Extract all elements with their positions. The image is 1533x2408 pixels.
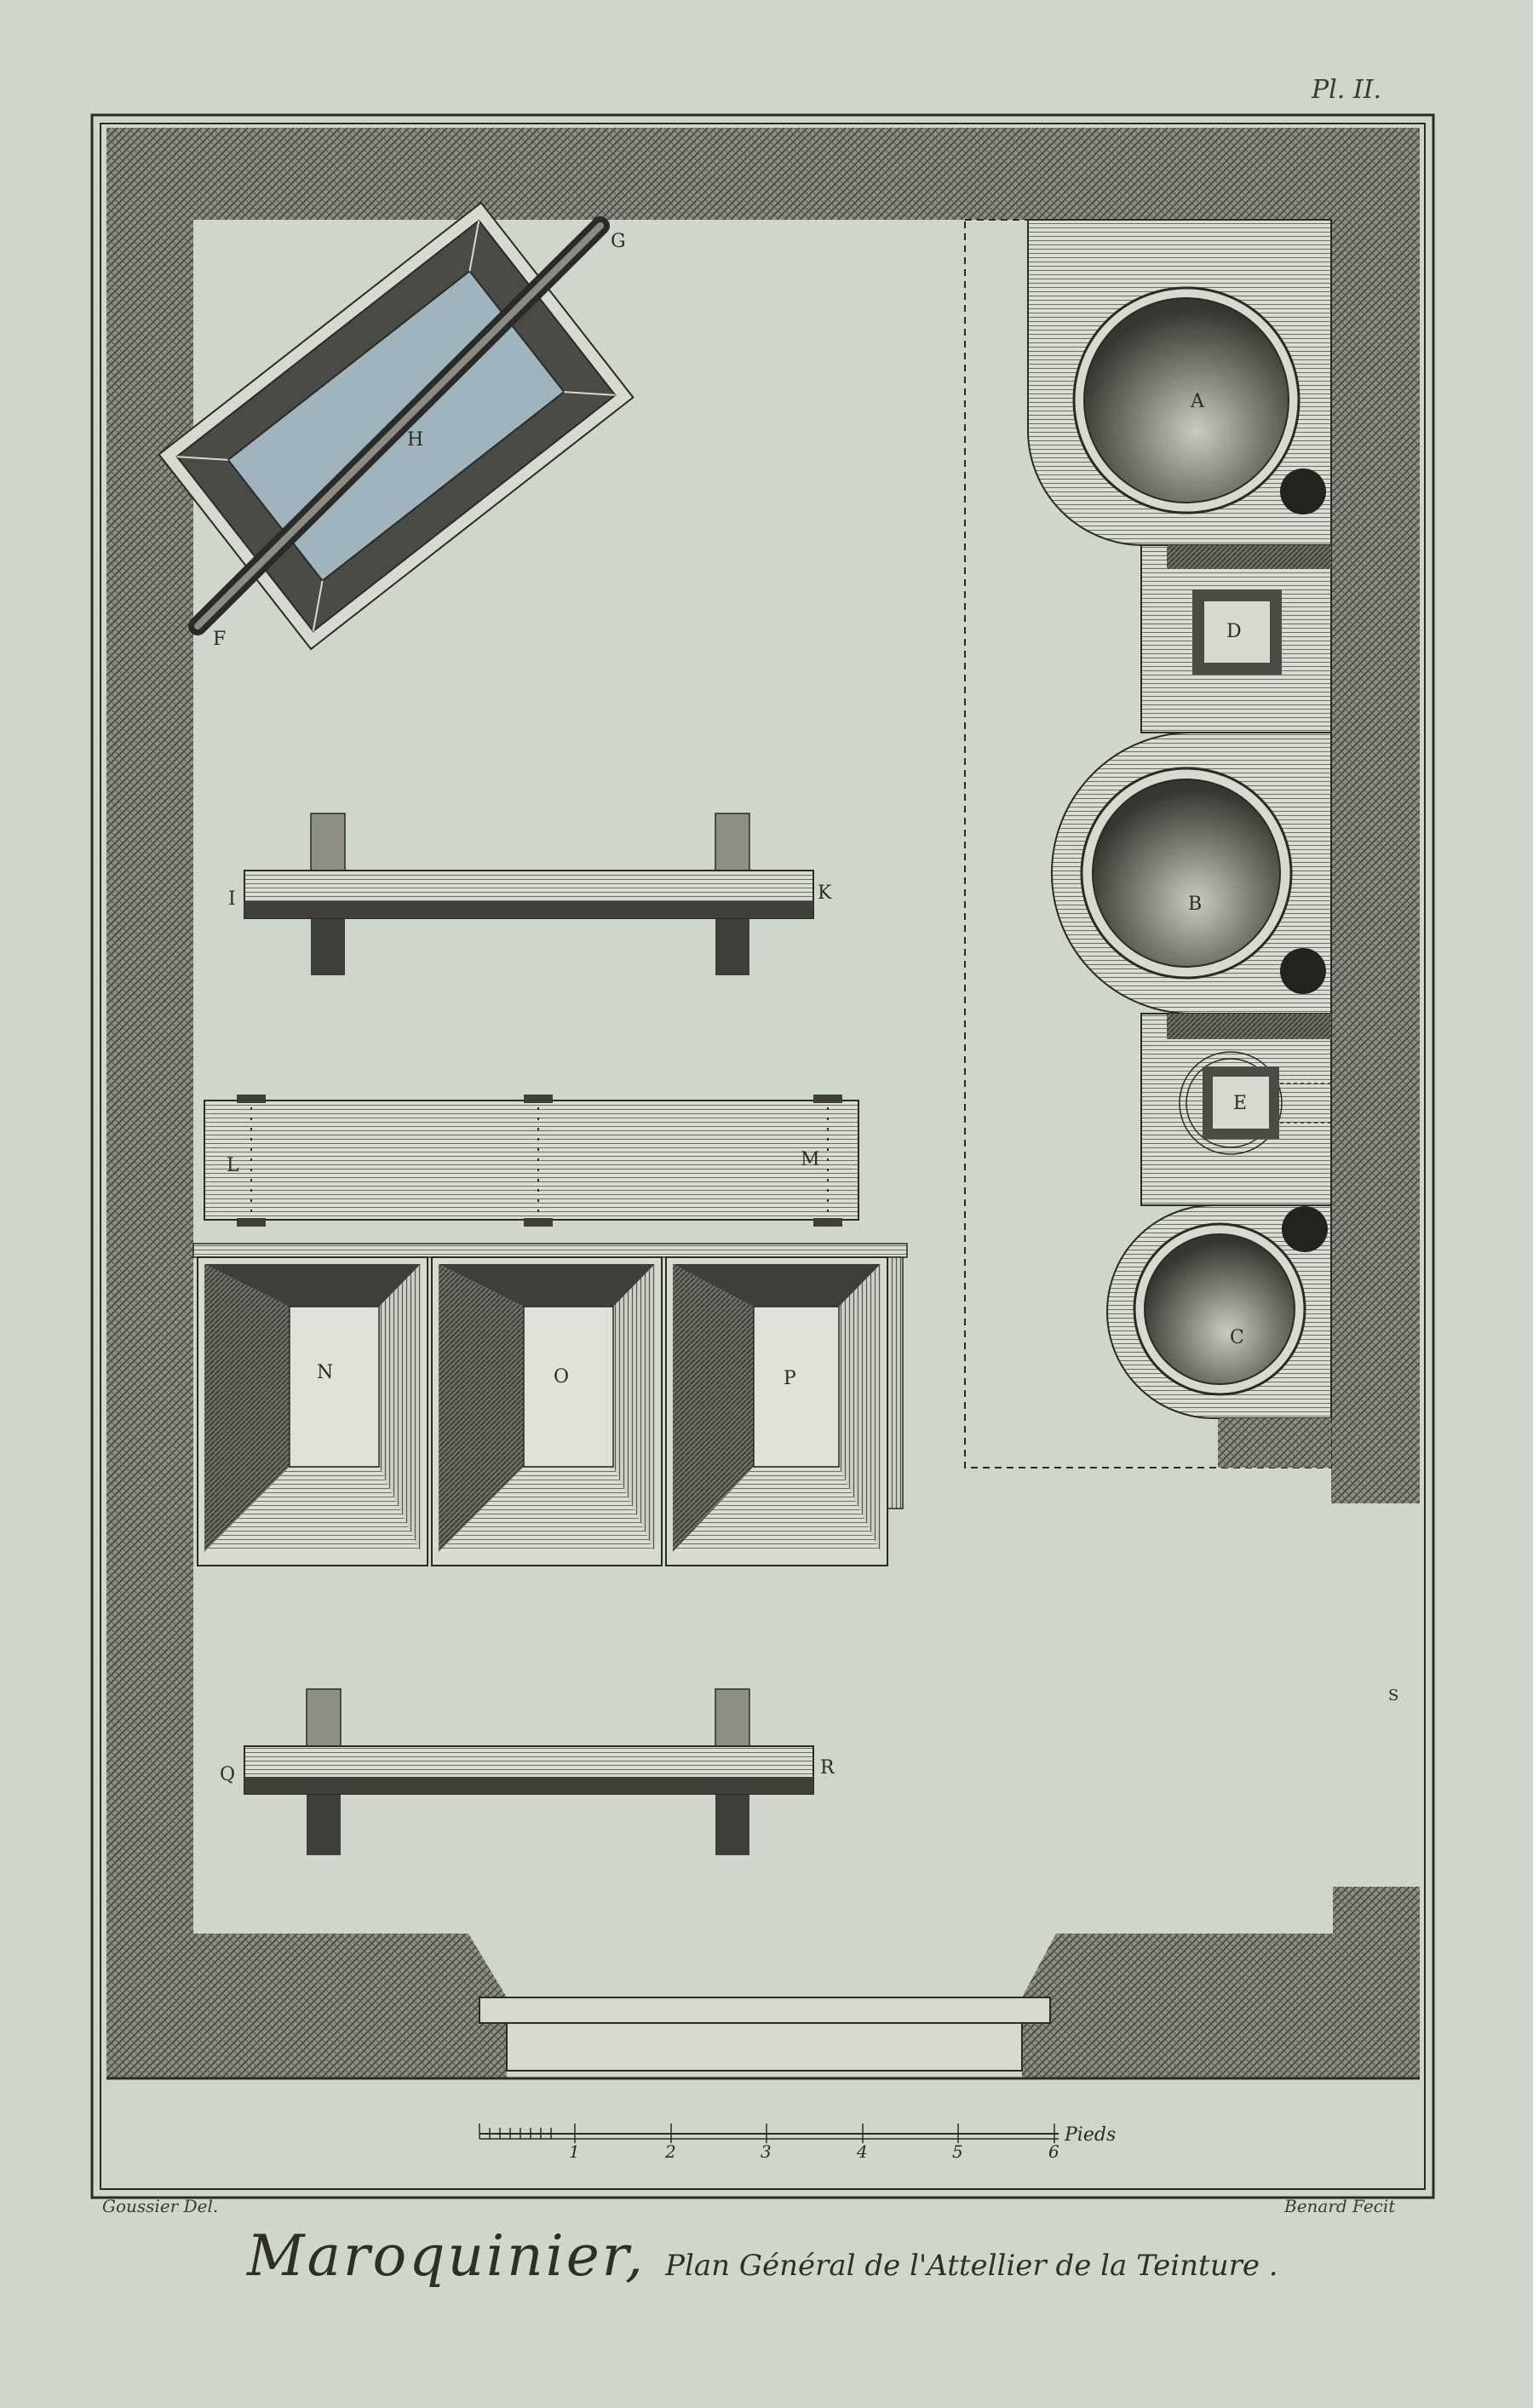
scale-tick-4: 4 (856, 2141, 868, 2162)
draftsman-credit: Goussier Del. (102, 2196, 219, 2216)
label-h: H (407, 429, 423, 451)
vat-p (665, 1256, 888, 1566)
label-c: C (1230, 1327, 1244, 1348)
title-main: Maroquinier, (247, 2223, 646, 2289)
scale-tick-1: 1 (569, 2141, 580, 2162)
building-walls (106, 128, 1420, 2078)
scale-bar: 1 2 3 4 5 6 Pieds (479, 2124, 1116, 2162)
label-k: K (818, 882, 832, 904)
scale-tick-6: 6 (1048, 2141, 1059, 2162)
label-l: L (227, 1155, 239, 1176)
entrance-steps (479, 1997, 1051, 2072)
fire-opening-d (1192, 589, 1282, 675)
label-s: S (1388, 1687, 1398, 1704)
scale-tick-3: 3 (761, 2141, 772, 2162)
engraver-credit: Benard Fecit (1284, 2196, 1396, 2216)
scale-tick-5: 5 (952, 2141, 963, 2162)
label-n: N (317, 1362, 333, 1383)
plate-title: Maroquinier, Plan Général de l'Attellier… (247, 2223, 1439, 2289)
label-g: G (611, 231, 626, 252)
label-b: B (1188, 894, 1202, 915)
label-q: Q (220, 1764, 235, 1785)
reference-letters: A B C D E F G H I K L M N O P Q R S (213, 231, 1398, 1785)
bench-qr (244, 1688, 814, 1855)
label-p: P (784, 1368, 796, 1389)
label-o: O (554, 1366, 569, 1388)
label-m: M (801, 1149, 820, 1170)
label-e: E (1233, 1093, 1247, 1114)
scale-tick-2: 2 (664, 2141, 676, 2162)
plate-number: Pl. II. (1312, 75, 1382, 105)
title-subtitle: Plan Général de l'Attellier de la Teintu… (665, 2249, 1278, 2283)
label-d: D (1226, 621, 1242, 642)
label-i: I (228, 888, 236, 910)
vat-row-nop (192, 1243, 908, 1566)
vat-o (431, 1256, 663, 1566)
fire-opening-e (1179, 1051, 1331, 1155)
vat-a (1072, 286, 1326, 514)
label-f: F (213, 629, 226, 650)
vat-n (197, 1256, 428, 1566)
bench-ik (244, 813, 814, 975)
vat-b (1080, 767, 1326, 994)
label-a: A (1190, 391, 1205, 412)
label-r: R (820, 1757, 835, 1779)
plank-lm (204, 1095, 859, 1227)
scale-unit: Pieds (1064, 2124, 1116, 2146)
vat-c (1133, 1206, 1328, 1396)
